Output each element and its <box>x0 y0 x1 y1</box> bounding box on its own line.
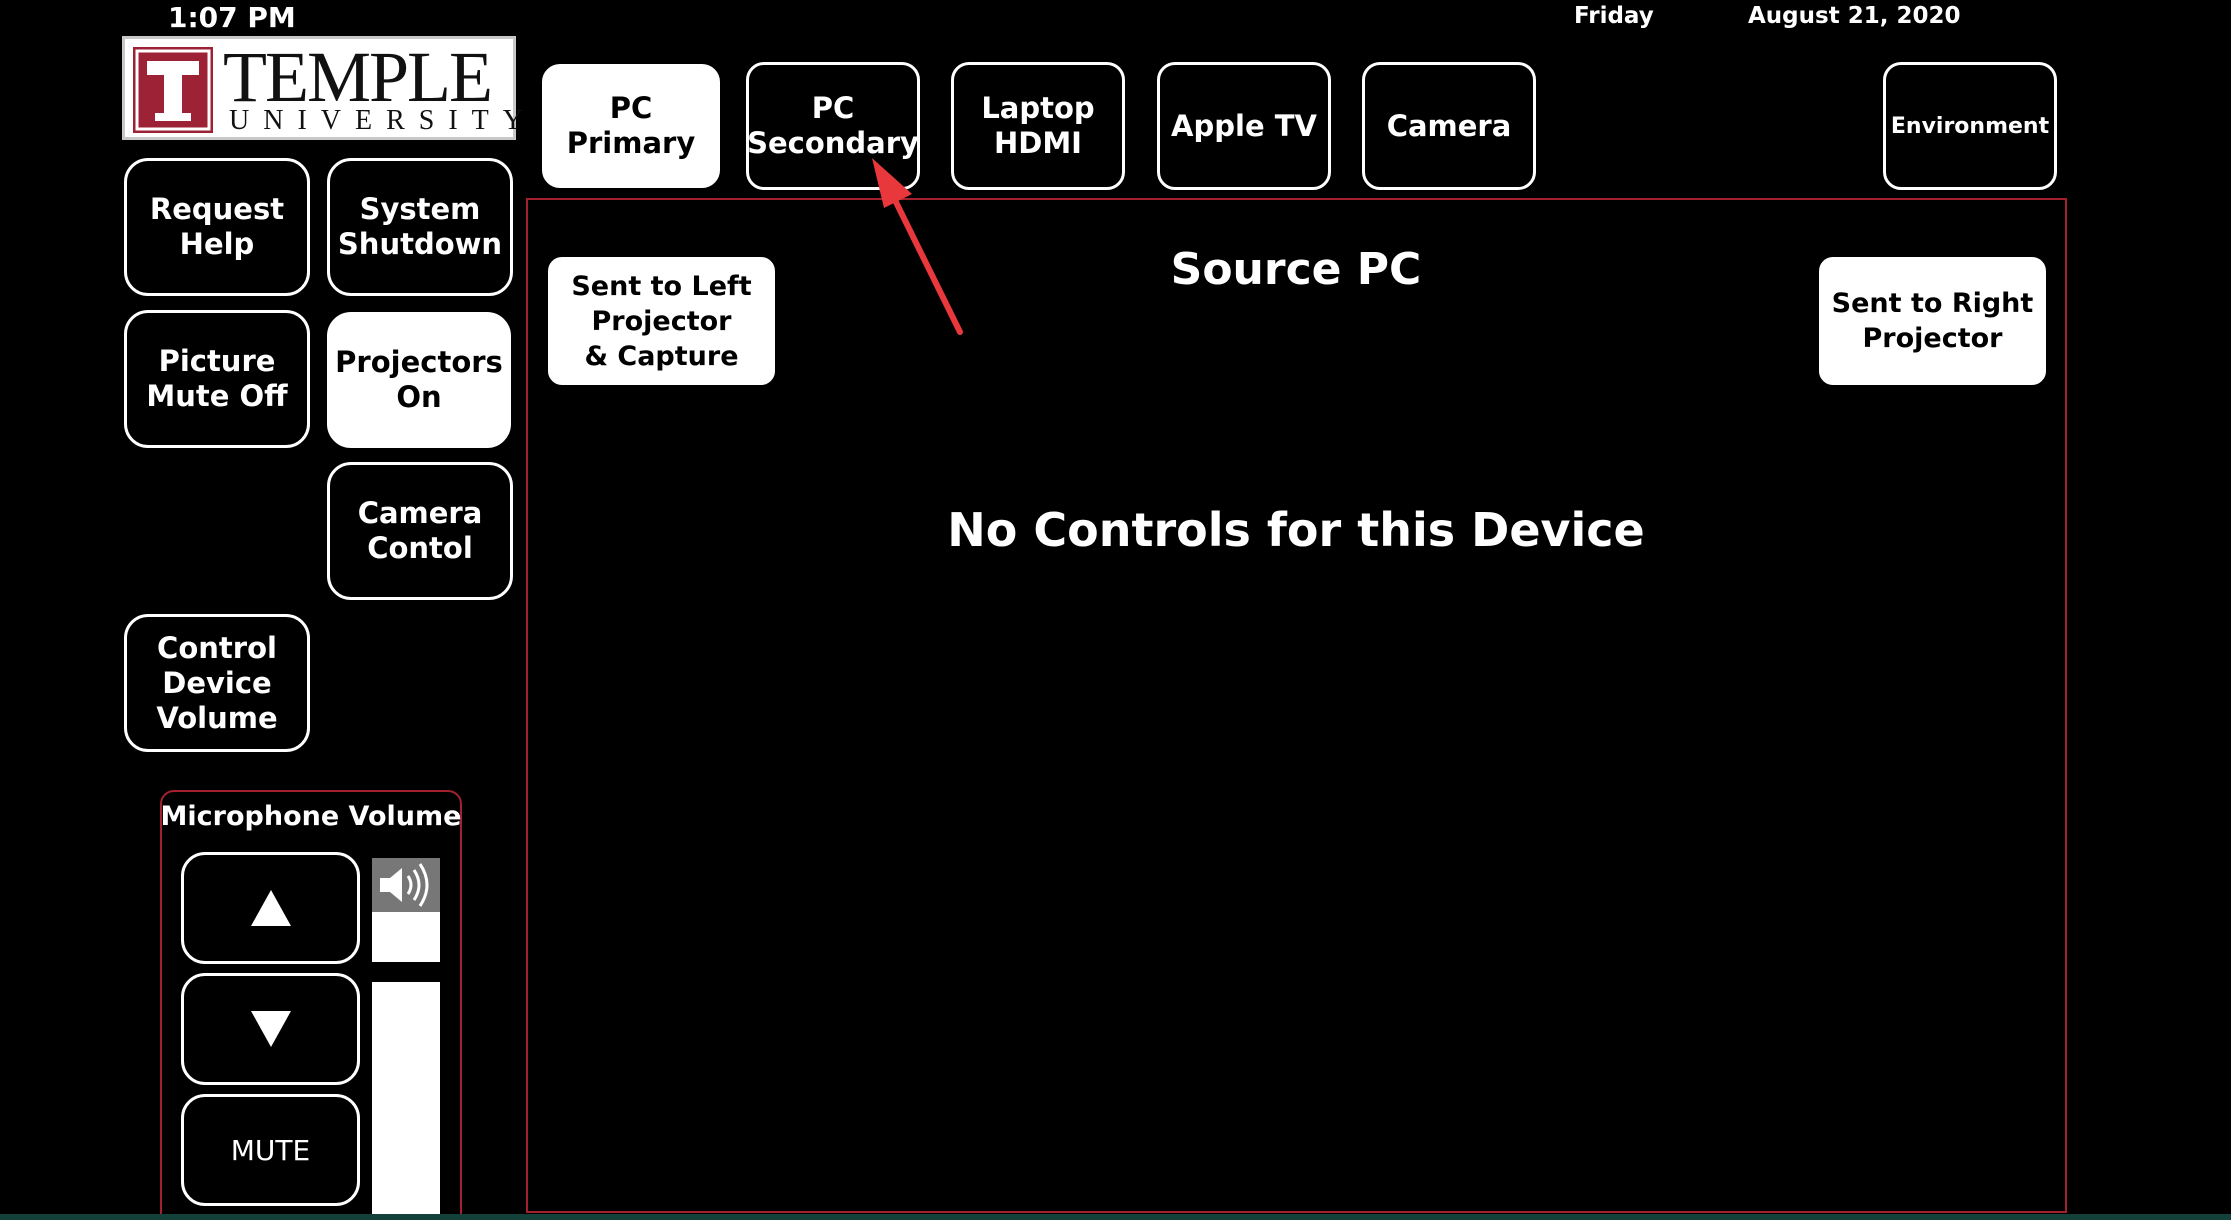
source-panel <box>526 198 2067 1213</box>
day-label: Friday <box>1574 3 1654 29</box>
microphone-volume-title: Microphone Volume <box>160 801 462 832</box>
tab-camera[interactable]: Camera <box>1362 62 1536 190</box>
mic-mute-button[interactable]: MUTE <box>181 1094 360 1206</box>
bottom-bar <box>0 1214 2231 1220</box>
date-label: August 21, 2020 <box>1748 3 1961 29</box>
logo-wordmark: TEMPLE <box>223 37 493 117</box>
request-help-button[interactable]: Request Help <box>124 158 310 296</box>
speaker-icon <box>372 858 440 912</box>
send-to-right-projector-button[interactable]: Sent to Right Projector <box>1819 257 2046 385</box>
camera-control-button[interactable]: Camera Contol <box>327 462 513 600</box>
mic-volume-up-button[interactable] <box>181 852 360 964</box>
send-to-left-projector-button[interactable]: Sent to Left Projector & Capture <box>548 257 775 385</box>
temple-university-logo: TEMPLE UNIVERSITY <box>122 36 523 140</box>
mic-volume-meter[interactable] <box>372 858 440 1220</box>
picture-mute-button[interactable]: Picture Mute Off <box>124 310 310 448</box>
clock-time: 1:07 PM <box>168 1 296 34</box>
no-controls-message: No Controls for this Device <box>947 503 1645 557</box>
environment-button[interactable]: Environment <box>1883 62 2057 190</box>
tab-laptop-hdmi[interactable]: Laptop HDMI <box>951 62 1125 190</box>
system-shutdown-button[interactable]: System Shutdown <box>327 158 513 296</box>
projectors-on-button[interactable]: Projectors On <box>327 312 511 448</box>
tab-pc-primary[interactable]: PC Primary <box>542 64 720 188</box>
temple-t-mark-icon <box>133 47 213 133</box>
mic-volume-level-marker <box>372 962 440 982</box>
logo-subtitle: UNIVERSITY <box>229 105 537 136</box>
triangle-up-icon <box>250 890 291 926</box>
triangle-down-icon <box>250 1011 291 1047</box>
tab-pc-secondary[interactable]: PC Secondary <box>746 62 920 190</box>
tab-apple-tv[interactable]: Apple TV <box>1157 62 1331 190</box>
control-device-volume-button[interactable]: Control Device Volume <box>124 614 310 752</box>
annotation-arrow-icon <box>872 158 963 335</box>
microphone-volume-panel <box>160 790 462 1220</box>
mic-volume-down-button[interactable] <box>181 973 360 1085</box>
source-title: Source PC <box>1170 244 1422 295</box>
